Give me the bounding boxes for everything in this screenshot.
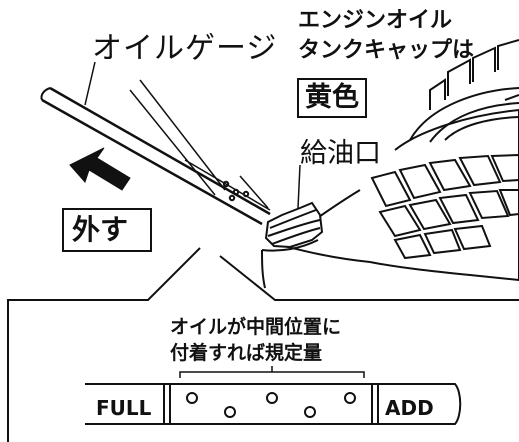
oil-filler-neck — [261, 201, 324, 252]
cap-note-line1: エンジンオイル — [298, 8, 453, 33]
add-mark-label: ADD — [385, 396, 434, 420]
oil-gauge-label: オイルゲージ — [92, 31, 278, 66]
dipstick-magnified — [85, 383, 462, 425]
remove-box — [62, 208, 152, 252]
middle-range-bracket — [179, 371, 365, 378]
oil-gauge-dipstick — [40, 86, 271, 226]
leader-lines — [84, 61, 301, 209]
cap-color-box — [297, 78, 367, 118]
oil-filler-label: 給油口 — [300, 138, 381, 169]
cap-color-label: 黄色 — [305, 82, 359, 113]
engine-body — [261, 39, 519, 289]
remove-label: 外す — [72, 213, 129, 246]
cap-note-line2: タンクキャップは — [298, 38, 475, 63]
full-mark-label: FULL — [96, 396, 152, 420]
level-note-line1: オイルが中間位置に — [170, 316, 342, 338]
level-note-line2: 付着すれば規定量 — [170, 342, 323, 364]
remove-arrow-icon — [69, 147, 131, 191]
zoom-callout — [7, 247, 519, 442]
